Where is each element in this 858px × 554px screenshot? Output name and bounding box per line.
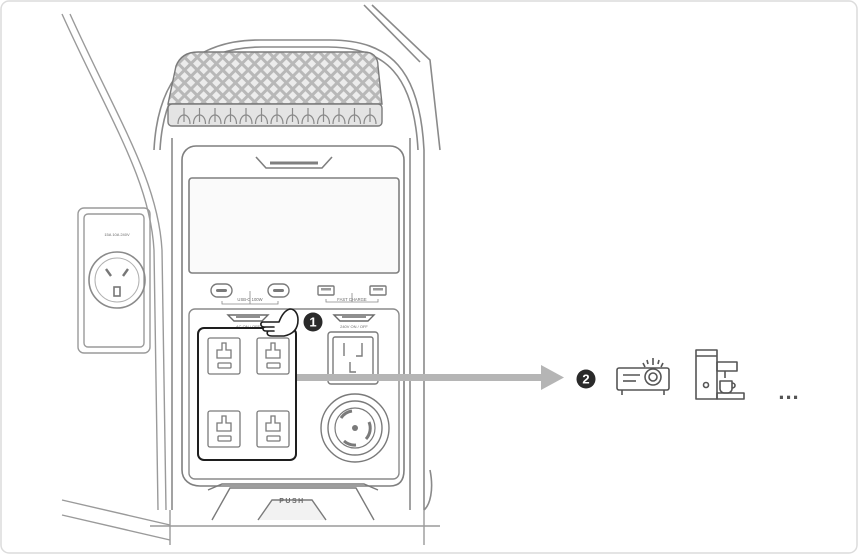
callout-1: 1 xyxy=(303,312,323,332)
callout-2: 2 xyxy=(576,369,596,389)
dc-on-off-label: 240V ON / OFF xyxy=(340,324,368,329)
front-panel xyxy=(181,145,405,487)
outlet-panel xyxy=(188,308,400,480)
push-label: PUSH xyxy=(279,498,304,505)
vent-grille xyxy=(167,51,383,127)
ac-outlet xyxy=(256,337,290,375)
ac-outlet xyxy=(207,337,241,375)
outlet-highlight-box xyxy=(197,327,297,461)
side-outlet-label: 15A 10A 240V xyxy=(104,232,130,237)
fast-charge-label: FAST CHARGE xyxy=(337,297,367,302)
connection-arrow xyxy=(297,365,564,390)
unit-side-panel xyxy=(61,13,171,541)
push-latch[interactable]: PUSH xyxy=(207,483,379,521)
unit-body xyxy=(153,4,441,511)
callout-2-number: 2 xyxy=(582,372,589,387)
ac-on-off-label: AC ON / OFF xyxy=(236,324,261,329)
usb-c-ports: USB-C 100W xyxy=(210,283,290,305)
twist-lock-outlet xyxy=(320,393,390,463)
display-screen xyxy=(188,177,400,274)
ac-outlet xyxy=(256,410,290,448)
usb-a-ports: FAST CHARGE xyxy=(317,285,387,303)
coffee-machine-icon xyxy=(695,349,745,400)
side-outlet: 15A 10A 240V xyxy=(88,232,146,309)
more-devices-ellipsis: ... xyxy=(778,379,799,404)
ac-power-button[interactable]: AC ON / OFF xyxy=(226,314,270,329)
projector-icon xyxy=(616,358,670,395)
hand-pointer-icon xyxy=(260,308,299,337)
usb-c-label: USB-C 100W xyxy=(237,297,262,302)
unit-base xyxy=(150,510,440,545)
dc-power-button[interactable]: 240V ON / OFF xyxy=(332,314,376,329)
ac-outlets xyxy=(207,337,290,448)
callout-1-number: 1 xyxy=(309,315,316,330)
ac-outlet xyxy=(207,410,241,448)
